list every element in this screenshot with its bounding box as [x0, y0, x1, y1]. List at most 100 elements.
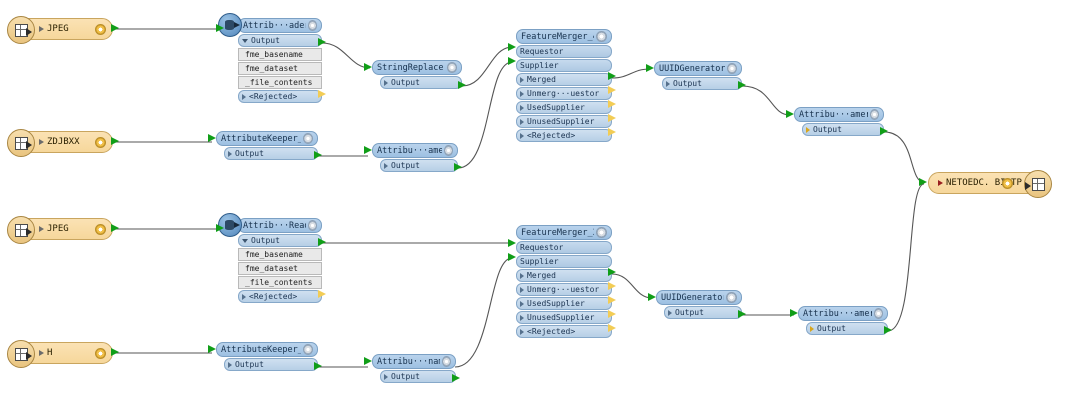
gear-icon[interactable]: [442, 356, 451, 367]
transformer-attribute-renamer-12[interactable]: Attribu···amer_12 Output: [372, 143, 458, 172]
port-merged[interactable]: Merged: [516, 269, 612, 282]
port-output[interactable]: Output: [664, 306, 742, 319]
expand-caret-icon[interactable]: [520, 328, 524, 335]
transformer-header[interactable]: Attribu···amer_12: [372, 143, 458, 158]
port-unused-supplier[interactable]: UnusedSupplier: [516, 311, 612, 324]
expand-caret-icon[interactable]: [520, 314, 524, 321]
expand-caret-icon[interactable]: [384, 162, 388, 169]
port-unmerged-requestor[interactable]: Unmerg···uestor: [516, 283, 612, 296]
gear-icon[interactable]: [596, 31, 607, 42]
collapse-caret-icon[interactable]: [242, 38, 248, 43]
reader-zdjbxx[interactable]: ZDJBXX: [7, 129, 113, 157]
expand-caret-icon[interactable]: [668, 309, 672, 316]
transformer-attribute-renamer-11[interactable]: Attribu···amer_11 Output: [794, 107, 884, 136]
gear-icon[interactable]: [307, 220, 317, 231]
gear-icon[interactable]: [302, 133, 313, 144]
gear-icon[interactable]: [596, 227, 607, 238]
expand-caret-icon[interactable]: [520, 300, 524, 307]
transformer-header[interactable]: StringReplacer: [372, 60, 462, 75]
transformer-attribute-renamer-10[interactable]: Attribu···amer_10 Output: [798, 306, 888, 335]
transformer-attribute-reader[interactable]: Attrib···Reader Output fme_basename fme_…: [218, 213, 322, 303]
gear-icon[interactable]: [444, 145, 453, 156]
expand-caret-icon[interactable]: [520, 90, 524, 97]
port-rejected[interactable]: <Rejected>: [516, 325, 612, 338]
port-used-supplier[interactable]: UsedSupplier: [516, 297, 612, 310]
port-merged[interactable]: Merged: [516, 73, 612, 86]
port-unused-supplier[interactable]: UnusedSupplier: [516, 115, 612, 128]
transformer-header[interactable]: Attrib···Reader: [238, 218, 322, 233]
expand-caret-icon[interactable]: [520, 132, 524, 139]
reader-jpeg-1[interactable]: JPEG: [7, 16, 113, 44]
expand-caret-icon[interactable]: [666, 80, 670, 87]
transformer-header[interactable]: Attribu···amer_11: [794, 107, 884, 122]
reader-h[interactable]: H: [7, 340, 113, 368]
expand-caret-icon[interactable]: [520, 286, 524, 293]
port-output[interactable]: Output: [380, 370, 456, 383]
transformer-feature-merger-4[interactable]: FeatureMerger_4 Requestor Supplier Merge…: [516, 29, 612, 142]
expand-caret-icon[interactable]: [242, 93, 246, 100]
transformer-header[interactable]: AttributeKeeper_2: [216, 342, 318, 357]
port-requestor[interactable]: Requestor: [516, 241, 612, 254]
gear-icon[interactable]: [95, 348, 106, 359]
gear-icon[interactable]: [95, 224, 106, 235]
gear-icon[interactable]: [95, 137, 106, 148]
expand-caret-icon[interactable]: [520, 272, 524, 279]
collapse-caret-icon[interactable]: [242, 238, 248, 243]
transformer-header[interactable]: AttributeKeeper_3: [216, 131, 318, 146]
port-output[interactable]: Output: [224, 358, 318, 371]
gear-icon[interactable]: [869, 109, 879, 120]
transformer-attribute-renamer-9[interactable]: Attribu···namer_9 Output: [372, 354, 456, 383]
port-output[interactable]: Output: [238, 234, 322, 247]
expand-caret-icon[interactable]: [810, 325, 814, 332]
gear-icon[interactable]: [302, 344, 313, 355]
transformer-header[interactable]: UUIDGenerator: [656, 290, 742, 305]
transformer-header[interactable]: FeatureMerger_3: [516, 225, 612, 240]
port-used-supplier[interactable]: UsedSupplier: [516, 101, 612, 114]
gear-icon[interactable]: [446, 62, 457, 73]
gear-icon[interactable]: [307, 20, 317, 31]
port-output[interactable]: Output: [806, 322, 888, 335]
transformer-header[interactable]: Attrib···ader_2: [238, 18, 322, 33]
transformer-attribute-reader-2[interactable]: Attrib···ader_2 Output fme_basename fme_…: [218, 13, 322, 103]
reader-jpeg-2[interactable]: JPEG: [7, 216, 113, 244]
port-supplier[interactable]: Supplier: [516, 255, 612, 268]
transformer-header[interactable]: Attribu···namer_9: [372, 354, 456, 369]
gear-icon[interactable]: [873, 308, 883, 319]
port-rejected[interactable]: <Rejected>: [516, 129, 612, 142]
port-output[interactable]: Output: [238, 34, 322, 47]
gear-icon[interactable]: [95, 24, 106, 35]
expand-caret-icon[interactable]: [806, 126, 810, 133]
port-rejected[interactable]: <Rejected>: [238, 290, 322, 303]
transformer-attribute-keeper-2[interactable]: AttributeKeeper_2 Output: [216, 342, 318, 371]
port-output[interactable]: Output: [224, 147, 318, 160]
expand-caret-icon[interactable]: [228, 150, 232, 157]
port-output[interactable]: Output: [802, 123, 884, 136]
expand-caret-icon[interactable]: [228, 361, 232, 368]
port-output[interactable]: Output: [380, 76, 462, 89]
expand-caret-icon[interactable]: [384, 79, 388, 86]
port-output[interactable]: Output: [380, 159, 458, 172]
port-rejected[interactable]: <Rejected>: [238, 90, 322, 103]
gear-icon[interactable]: [727, 63, 737, 74]
transformer-string-replacer[interactable]: StringReplacer Output: [372, 60, 462, 89]
transformer-uuid-generator-2[interactable]: UUIDGenerator_2 Output: [654, 61, 742, 90]
transformer-header[interactable]: UUIDGenerator_2: [654, 61, 742, 76]
writer-netoedc[interactable]: NETOEDC. BICTP: [928, 170, 1052, 198]
expand-caret-icon[interactable]: [520, 76, 524, 83]
transformer-uuid-generator[interactable]: UUIDGenerator Output: [656, 290, 742, 319]
port-unmerged-requestor[interactable]: Unmerg···uestor: [516, 87, 612, 100]
gear-icon[interactable]: [726, 292, 737, 303]
expand-caret-icon[interactable]: [384, 373, 388, 380]
expand-caret-icon[interactable]: [242, 293, 246, 300]
transformer-feature-merger-3[interactable]: FeatureMerger_3 Requestor Supplier Merge…: [516, 225, 612, 338]
transformer-header[interactable]: Attribu···amer_10: [798, 306, 888, 321]
transformer-attribute-keeper-3[interactable]: AttributeKeeper_3 Output: [216, 131, 318, 160]
expand-caret-icon[interactable]: [520, 104, 524, 111]
port-output[interactable]: Output: [662, 77, 742, 90]
port-requestor[interactable]: Requestor: [516, 45, 612, 58]
transformer-header[interactable]: FeatureMerger_4: [516, 29, 612, 44]
expand-caret-icon[interactable]: [520, 118, 524, 125]
port-supplier[interactable]: Supplier: [516, 59, 612, 72]
gear-icon[interactable]: [1002, 178, 1013, 189]
